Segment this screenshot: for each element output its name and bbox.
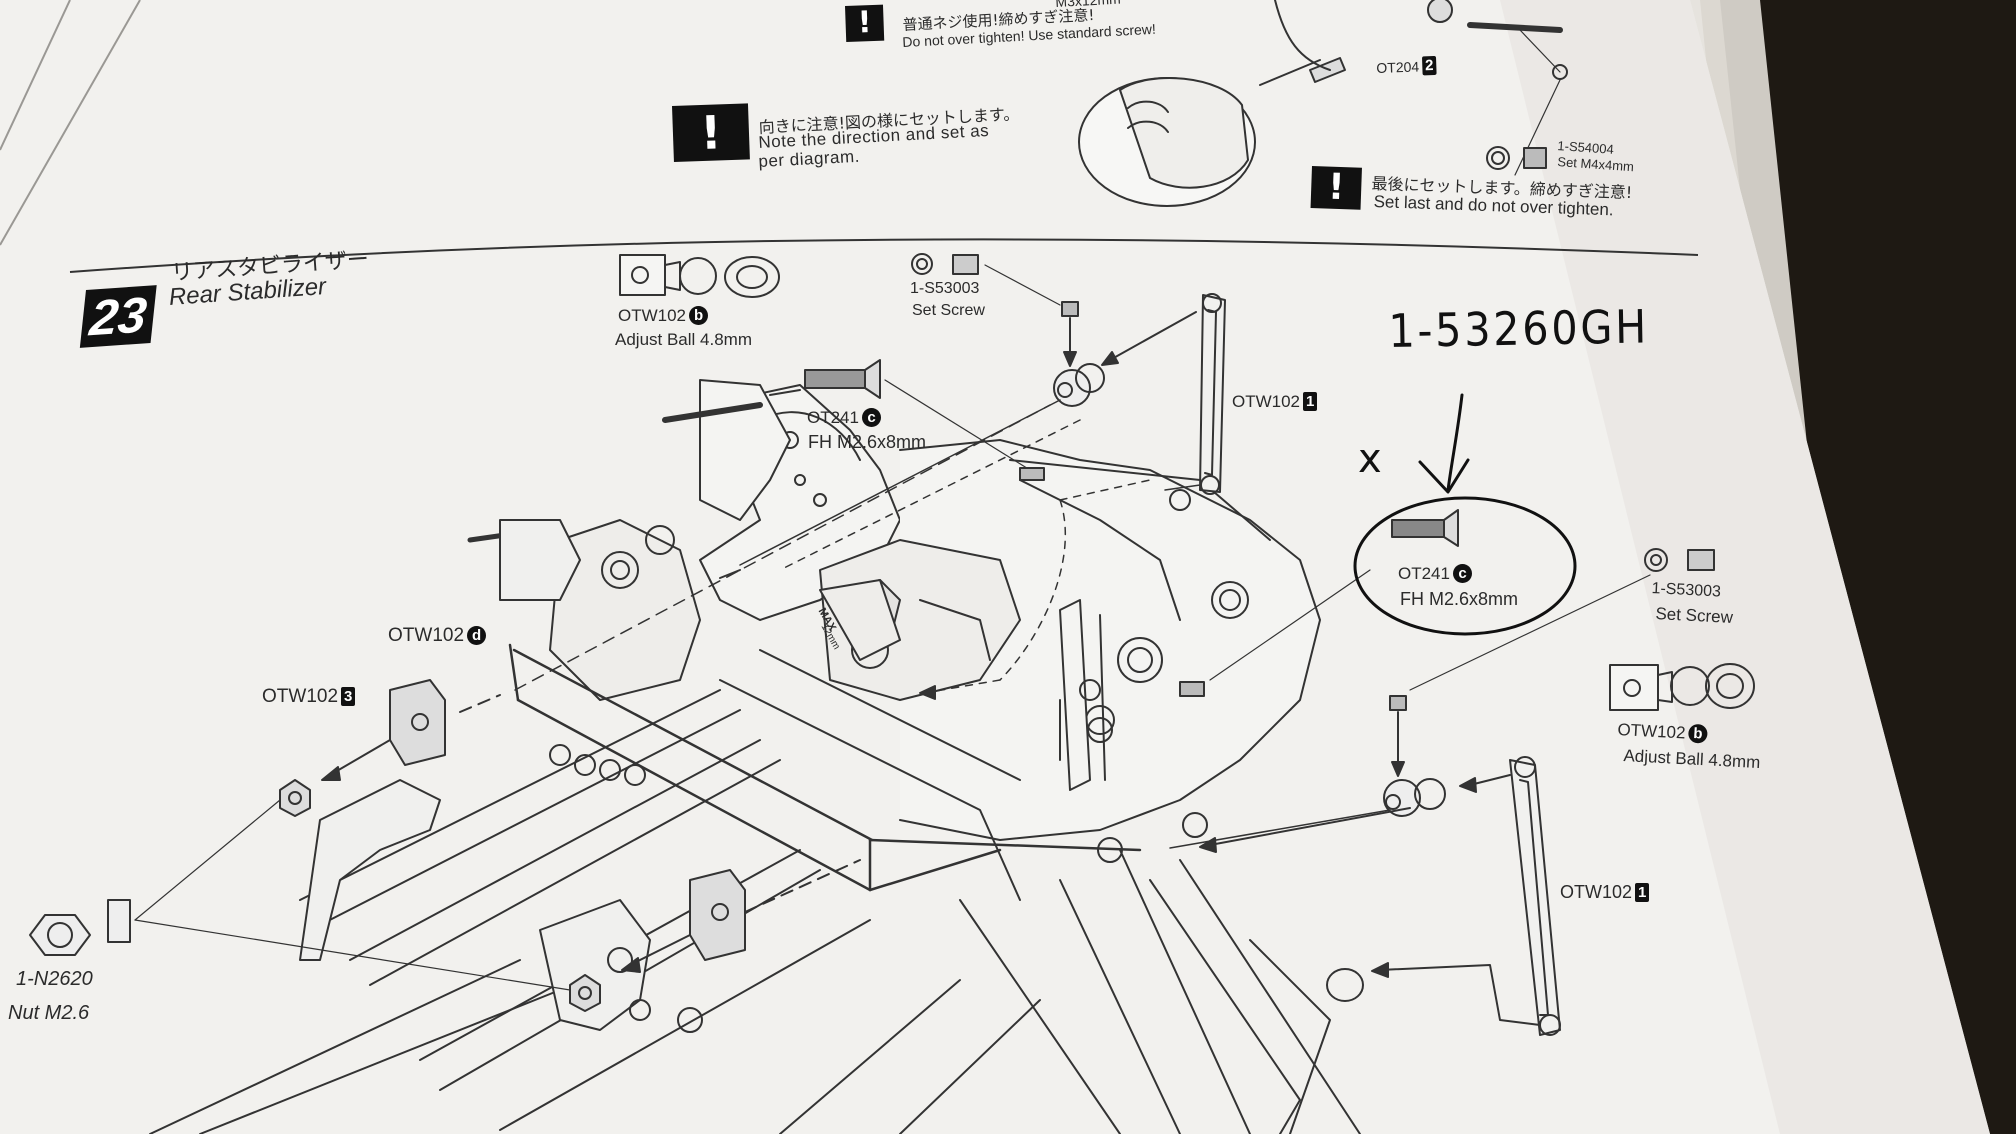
handwritten-part-number: 1-53260GH xyxy=(1388,299,1650,358)
handwritten-x-mark: x xyxy=(1358,436,1382,482)
part-desc-nut: Nut M2.6 xyxy=(8,1002,90,1024)
warning-icon: ! xyxy=(672,103,750,162)
warning-icon: ! xyxy=(845,4,885,42)
part-label-set-screw-a: 1-S53003 xyxy=(910,280,980,297)
part-label-nut: 1-N2620 xyxy=(16,968,93,990)
part-label-set-screw-b: 1-S53003 xyxy=(1651,580,1722,601)
part-desc-set-screw-b: Set Screw xyxy=(1655,604,1734,628)
part-desc-fh-screw-left: FH M2.6x8mm xyxy=(808,432,927,452)
warning-icon: ! xyxy=(1310,166,1362,210)
part-desc-set-screw-a: Set Screw xyxy=(912,302,985,319)
step-number: 23 xyxy=(79,285,157,348)
part-desc-fh-screw-right: FH M2.6x8mm xyxy=(1400,589,1519,609)
part-desc-adjust-ball-top: Adjust Ball 4.8mm xyxy=(615,330,752,349)
